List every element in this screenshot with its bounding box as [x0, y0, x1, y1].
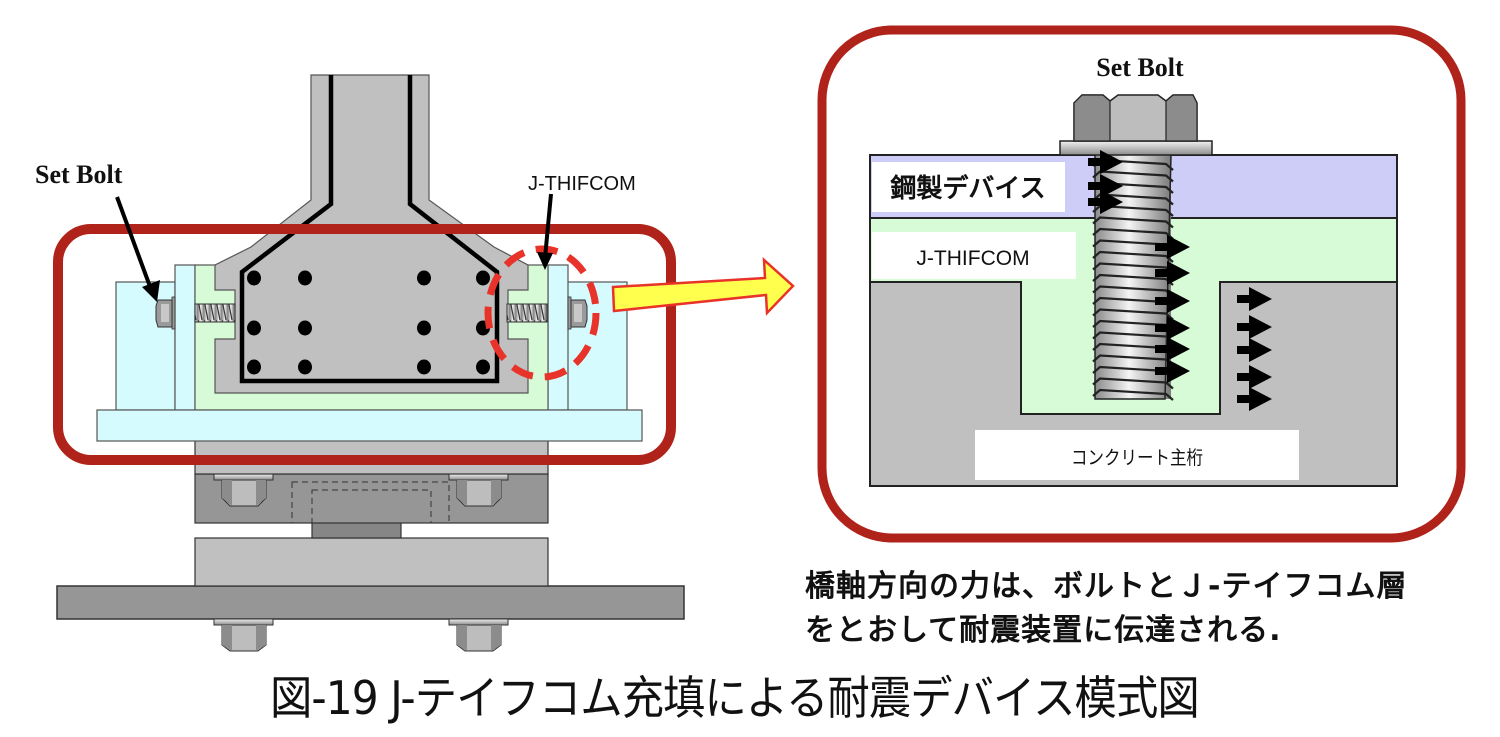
force-arrow	[1088, 150, 1123, 174]
steel-device-web-right	[547, 264, 569, 411]
detail-cross-section: Set Bolt 鋼製デバイス J-THIFCOM コンクリート主桁	[817, 25, 1466, 543]
device-base-plate	[96, 409, 643, 442]
description-line-1: 橋軸方向の力は、ボルトとＪ-テイフコム層	[805, 569, 1408, 604]
description-line-2: をとおして耐震装置に伝達される.	[805, 613, 1282, 648]
force-arrow	[1237, 365, 1272, 389]
lower-bearing-block	[194, 537, 549, 587]
thread-line	[1092, 250, 1174, 263]
force-arrow	[1155, 359, 1190, 383]
thread-line	[1092, 388, 1174, 401]
detail-set-bolt-label: Set Bolt	[1096, 53, 1184, 82]
description-text: 橋軸方向の力は、ボルトとＪ-テイフコム層 をとおして耐震装置に伝達される.	[805, 565, 1495, 653]
steel-device-web-left	[174, 264, 196, 411]
concrete-girder-label: コンクリート主桁	[1071, 447, 1203, 469]
highlight-frame-detail	[817, 25, 1466, 543]
anchor-nut-left	[213, 618, 274, 652]
left-cross-section: Set Bolt J-THIFCOM	[35, 74, 795, 652]
force-arrow	[1237, 338, 1272, 362]
bearing-nut-right	[448, 473, 509, 507]
filler-leader-arrow	[537, 193, 553, 270]
thread-line	[1092, 377, 1174, 390]
anchor-nut-right	[448, 618, 509, 652]
force-arrow	[1088, 190, 1123, 214]
force-arrow	[1155, 261, 1190, 285]
left-set-bolt-label: Set Bolt	[35, 160, 123, 189]
thread-line	[1092, 170, 1174, 183]
set-bolt-leader-arrow	[115, 196, 160, 302]
force-arrow	[1155, 289, 1190, 313]
shear-key	[311, 521, 402, 539]
figure-caption: 図-19 J-テイフコム充填による耐震デバイス模式図	[270, 671, 1200, 725]
bearing-nut-left	[213, 473, 274, 507]
set-bolt-right	[506, 296, 588, 330]
rebar-cage	[239, 75, 500, 384]
filler-label-detail: J-THIFCOM	[916, 247, 1029, 270]
force-arrow	[1237, 315, 1272, 339]
force-arrows	[1088, 150, 1272, 411]
force-arrow	[1088, 174, 1123, 198]
force-arrow	[1155, 235, 1190, 259]
set-bolt-head	[1059, 94, 1213, 156]
detail-dashed-circle	[484, 245, 600, 381]
steel-device-label: 鋼製デバイス	[889, 173, 1045, 204]
force-arrow	[1237, 287, 1272, 311]
left-filler-label: J-THIFCOM	[528, 173, 636, 195]
force-arrow	[1237, 387, 1272, 411]
set-bolt-left	[155, 296, 236, 330]
base-plate	[56, 585, 685, 620]
force-arrow	[1155, 337, 1190, 361]
highlight-frame-left	[53, 224, 676, 465]
callout-arrow	[611, 257, 795, 316]
force-arrow	[1155, 316, 1190, 340]
thread-line	[1092, 308, 1174, 321]
rebar-dots	[247, 270, 490, 375]
